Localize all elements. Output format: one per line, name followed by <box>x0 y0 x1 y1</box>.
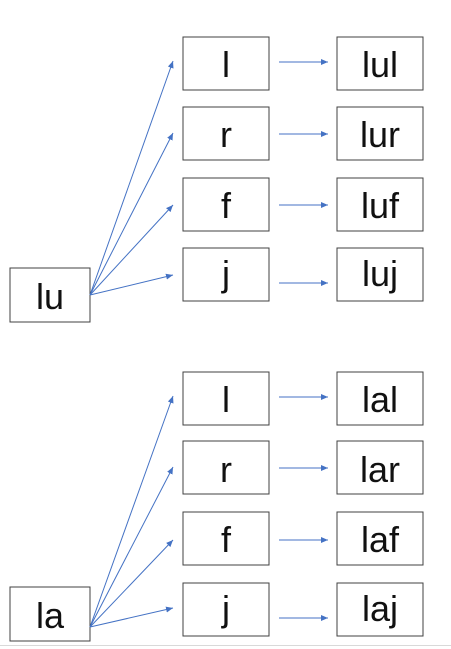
result-node-lal: lal <box>362 379 398 420</box>
arrow-root-to-r <box>89 466 174 628</box>
arrow-root-to-j <box>89 273 174 296</box>
result-node-luf: luf <box>361 185 400 226</box>
arrow-root-to-f <box>89 204 174 296</box>
root-label-1: lu <box>36 276 64 317</box>
root-node-2: la <box>9 586 91 642</box>
result-node-lur: lur <box>360 114 400 155</box>
letter-node-l: l <box>222 44 230 85</box>
result-node-luj: luj <box>362 253 398 294</box>
letter-node-j: j <box>221 253 230 294</box>
branch-row-j: j laj <box>182 582 424 637</box>
branch-row-r: r lur <box>182 106 424 161</box>
letter-node-l: l <box>222 379 230 420</box>
result-node-lul: lul <box>362 44 398 85</box>
root-node-1: lu <box>9 267 91 323</box>
root-arrows-1 <box>89 60 174 296</box>
branch-row-f: f laf <box>182 511 424 566</box>
result-node-laj: laj <box>362 588 398 629</box>
branch-row-r: r lar <box>182 440 424 495</box>
letter-node-f: f <box>221 519 232 560</box>
branch-row-l: l lul <box>182 36 424 91</box>
arrow-root-to-r <box>89 132 174 296</box>
letter-node-j: j <box>221 588 230 629</box>
branch-row-l: l lal <box>182 371 424 426</box>
letter-node-r: r <box>220 449 232 490</box>
arrow-root-to-l <box>89 60 174 296</box>
tree-1: lu l lul r lur f <box>9 36 424 323</box>
arrow-root-to-l <box>89 395 174 628</box>
arrow-root-to-j <box>89 606 174 628</box>
letter-node-f: f <box>221 185 232 226</box>
result-node-laf: laf <box>361 519 400 560</box>
arrow-root-to-f <box>89 539 174 628</box>
bottom-divider <box>0 645 451 646</box>
tree-2: la l lal r lar f <box>9 371 424 642</box>
letter-node-r: r <box>220 114 232 155</box>
branch-row-f: f luf <box>182 177 424 232</box>
result-node-lar: lar <box>360 449 400 490</box>
root-arrows-2 <box>89 395 174 628</box>
branch-row-j: j luj <box>182 247 424 302</box>
root-label-2: la <box>36 595 65 636</box>
